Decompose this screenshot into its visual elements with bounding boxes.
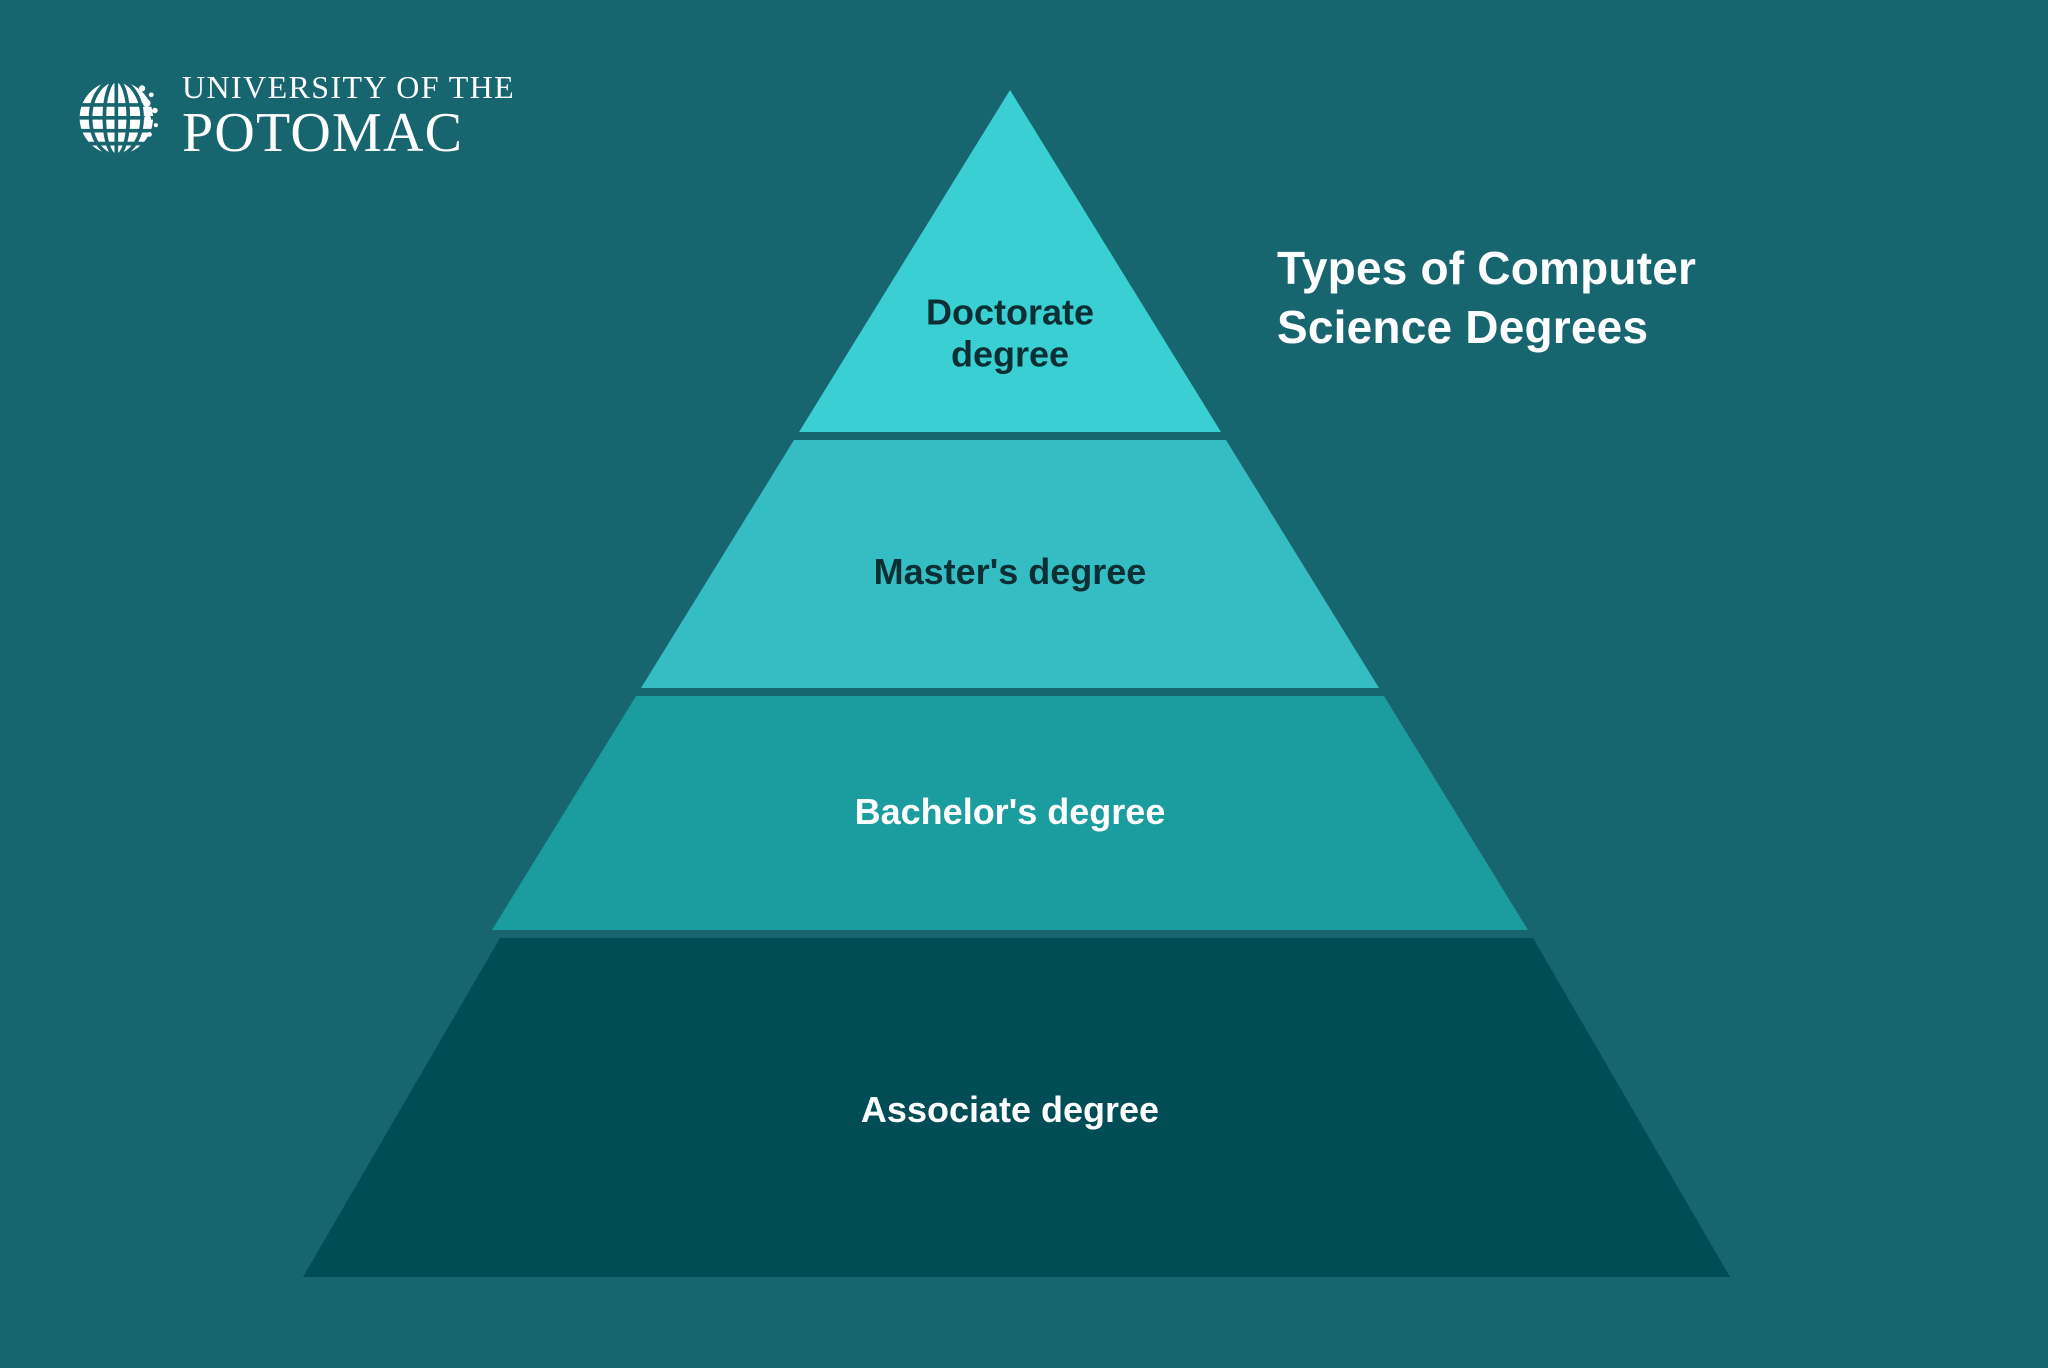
pyramid-level-masters-shape [641, 440, 1379, 688]
logo-line-potomac: POTOMAC [182, 102, 464, 164]
globe-icon [79, 81, 158, 155]
pyramid-level-associate-shape [303, 938, 1730, 1277]
logo-line-university: UNIVERSITY OF THE [182, 69, 516, 105]
page-title: Types of Computer Science Degrees [1277, 241, 1697, 353]
pyramid-level-doctorate-shape [799, 90, 1221, 432]
logo-wordmark: UNIVERSITY OF THE POTOMAC [182, 71, 515, 161]
university-logo: UNIVERSITY OF THE POTOMAC [74, 70, 515, 162]
pyramid-level-bachelors-shape [492, 696, 1528, 930]
